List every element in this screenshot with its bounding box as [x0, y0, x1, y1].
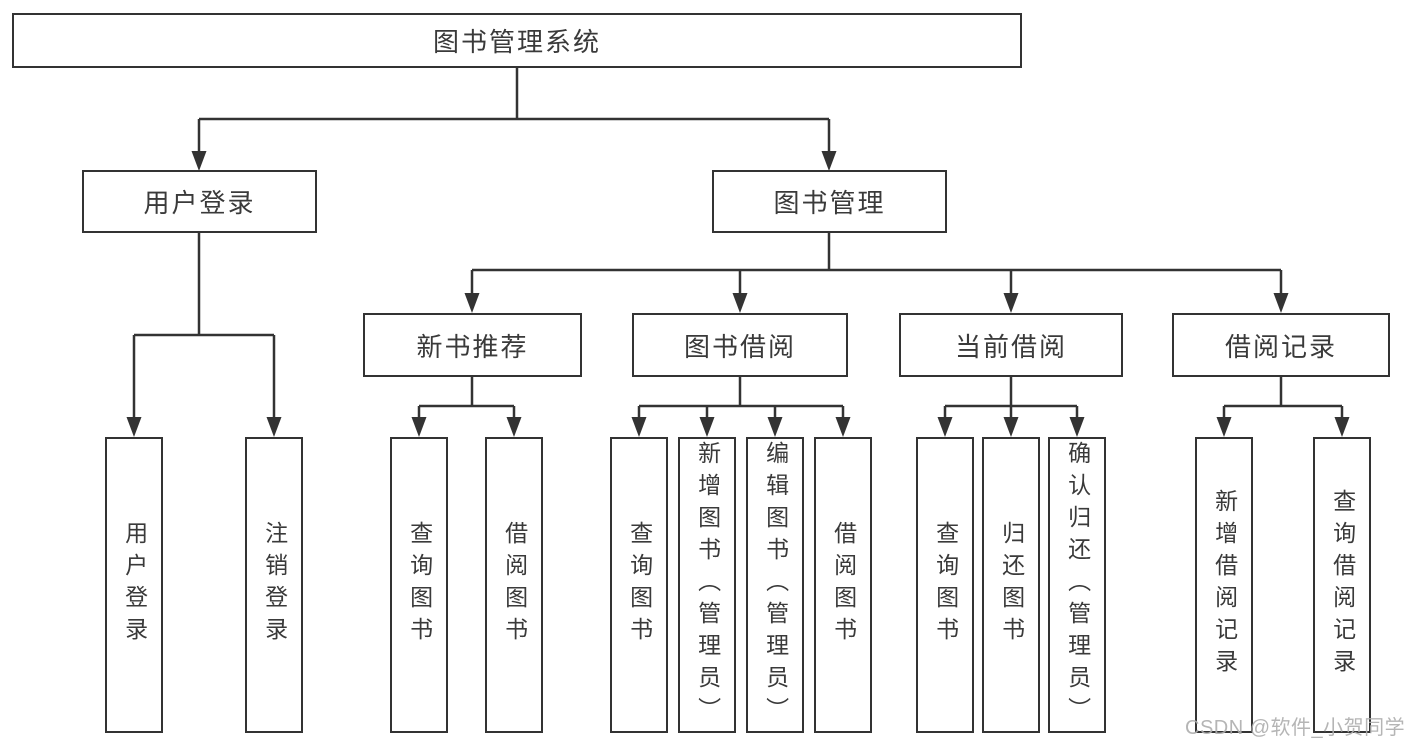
watermark-text: CSDN @软件_小贺同学: [1185, 717, 1405, 739]
leaf-borrow-books-label: 借阅图书: [830, 521, 857, 649]
leaf-add-book-admin: 新增图书（管理员）: [678, 437, 736, 733]
leaf-user-login-label: 用户登录: [121, 521, 148, 649]
leaf-logout: 注销登录: [245, 437, 303, 733]
leaf-confirm-return-admin: 确认归还（管理员）: [1048, 437, 1106, 733]
leaf-query-books-current-label: 查询图书: [932, 521, 959, 649]
leaf-borrow-books: 借阅图书: [814, 437, 872, 733]
leaf-query-books-recommend-label: 查询图书: [406, 521, 433, 649]
leaf-query-books-recommend: 查询图书: [390, 437, 448, 733]
node-borrowing-records: 借阅记录: [1172, 313, 1390, 377]
arrowheads: [126, 151, 1350, 437]
leaf-query-borrow-record-label: 查询借阅记录: [1329, 489, 1356, 681]
leaf-borrow-books-recommend-label: 借阅图书: [501, 521, 528, 649]
leaf-query-borrow-record: 查询借阅记录: [1313, 437, 1371, 733]
leaf-edit-book-admin-label: 编辑图书（管理员）: [762, 441, 789, 729]
leaf-add-book-admin-label: 新增图书（管理员）: [694, 441, 721, 729]
leaf-add-borrow-record-label: 新增借阅记录: [1211, 489, 1238, 681]
leaf-return-book-label: 归还图书: [998, 521, 1025, 649]
leaf-logout-label: 注销登录: [261, 521, 288, 649]
node-current-borrowing: 当前借阅: [899, 313, 1123, 377]
node-new-book-recommendation: 新书推荐: [363, 313, 582, 377]
leaf-confirm-return-admin-label: 确认归还（管理员）: [1064, 441, 1091, 729]
node-user-login-branch: 用户登录: [82, 170, 317, 233]
node-book-management-branch: 图书管理: [712, 170, 947, 233]
leaf-add-borrow-record: 新增借阅记录: [1195, 437, 1253, 733]
leaf-query-books-borrow: 查询图书: [610, 437, 668, 733]
leaf-edit-book-admin: 编辑图书（管理员）: [746, 437, 804, 733]
leaf-user-login: 用户登录: [105, 437, 163, 733]
leaf-borrow-books-recommend: 借阅图书: [485, 437, 543, 733]
leaf-return-book: 归还图书: [982, 437, 1040, 733]
node-root-system: 图书管理系统: [12, 13, 1022, 68]
leaf-query-books-current: 查询图书: [916, 437, 974, 733]
leaf-query-books-borrow-label: 查询图书: [626, 521, 653, 649]
node-book-borrowing: 图书借阅: [632, 313, 848, 377]
